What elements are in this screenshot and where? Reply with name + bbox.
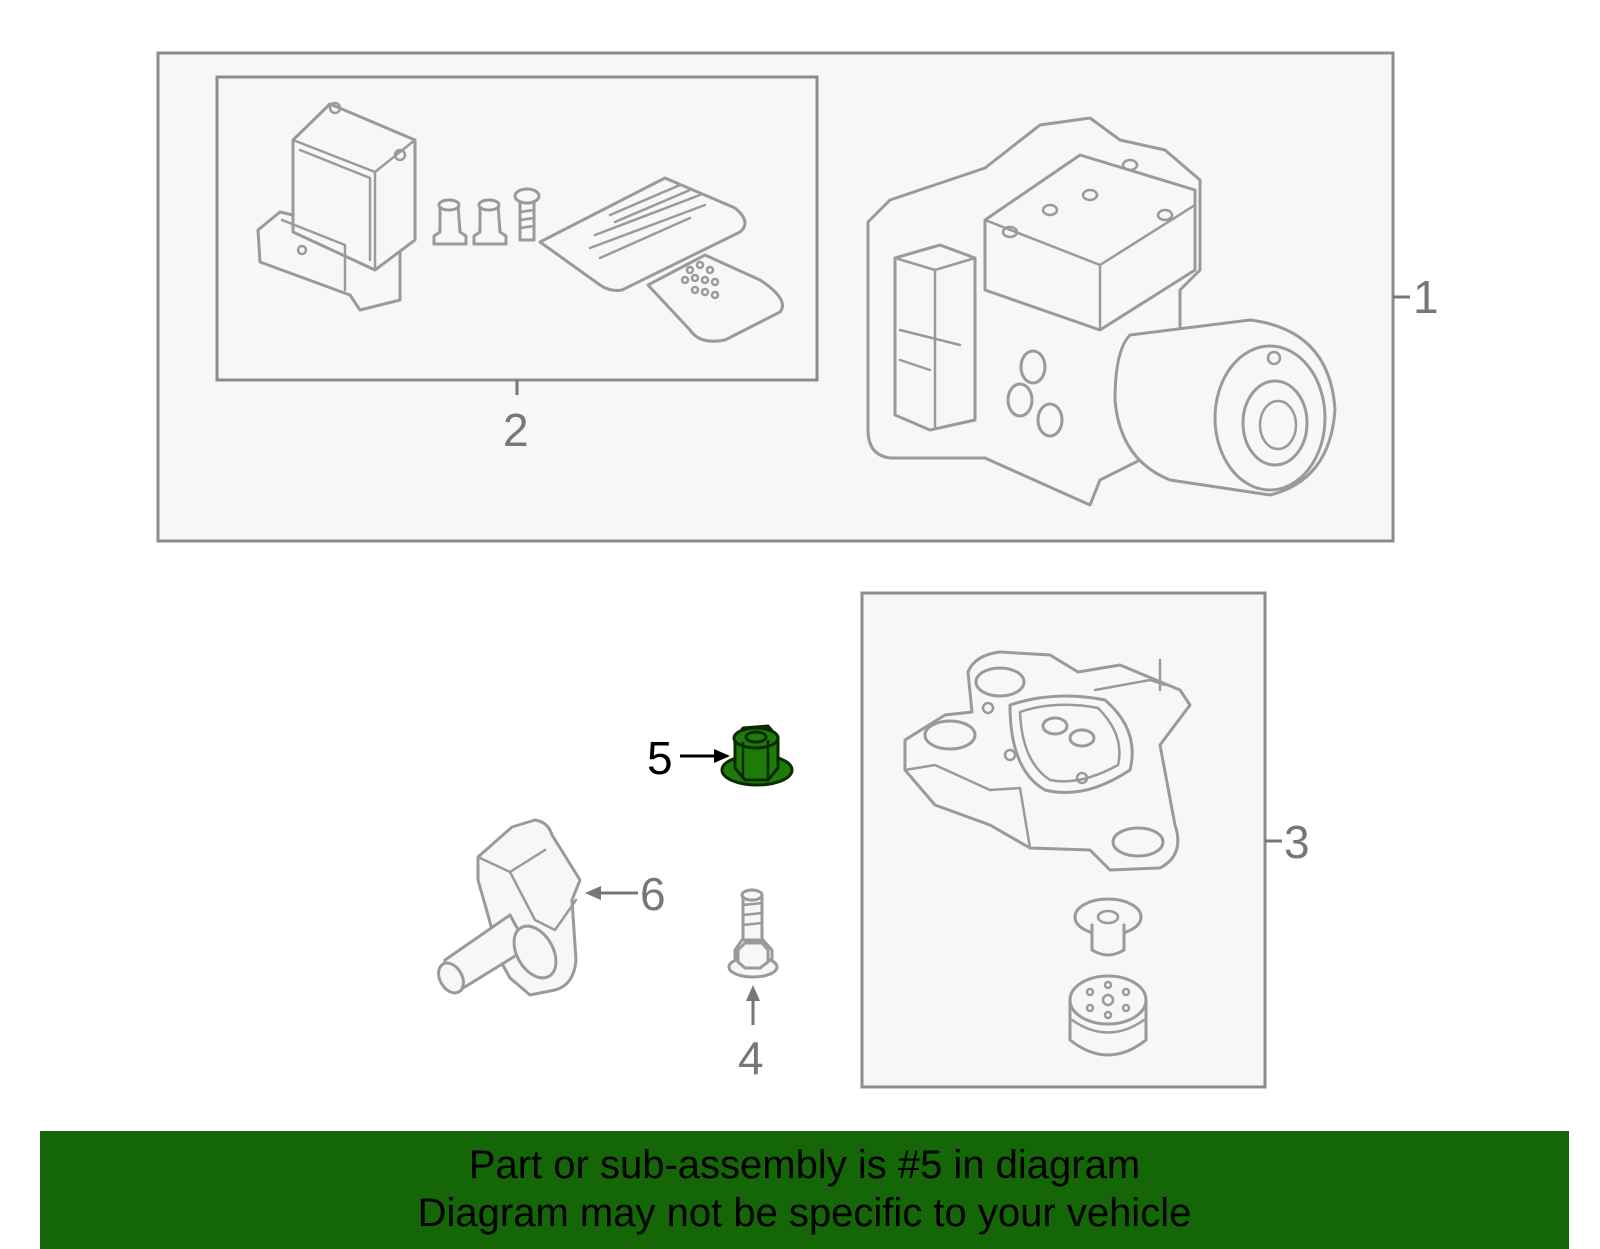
bracket-isolator-drawing <box>1068 974 1148 1057</box>
abs-bracket-drawing <box>903 650 1192 872</box>
control-module-drawing <box>256 101 417 312</box>
callout-3-label[interactable]: 3 <box>1284 816 1310 868</box>
callout-4-label[interactable]: 4 <box>738 1032 764 1084</box>
kit-fittings-drawing <box>432 187 541 246</box>
callout-1-label[interactable]: 1 <box>1413 271 1439 323</box>
banner-line-disclaimer: Diagram may not be specific to your vehi… <box>417 1191 1192 1235</box>
callout-6-label[interactable]: 6 <box>640 868 666 920</box>
instruction-sheet-drawing <box>538 176 784 343</box>
abs-modulator-drawing <box>866 116 1337 507</box>
callout-5-label[interactable]: 5 <box>647 732 673 784</box>
info-banner: Part or sub-assembly is #5 in diagram Di… <box>40 1131 1569 1249</box>
bracket-grommet-drawing <box>1073 897 1143 957</box>
callout-6-arrowhead <box>585 886 601 900</box>
callout-2-label[interactable]: 2 <box>503 404 529 456</box>
banner-line-part-number: Part or sub-assembly is #5 in diagram <box>468 1143 1141 1187</box>
callout-4-arrowhead <box>746 985 760 1001</box>
part-5-nut-drawing[interactable] <box>720 724 794 787</box>
speed-sensor-drawing <box>437 818 582 997</box>
callout-5-arrowhead <box>714 749 730 763</box>
part-4-bolt-drawing <box>727 888 779 979</box>
